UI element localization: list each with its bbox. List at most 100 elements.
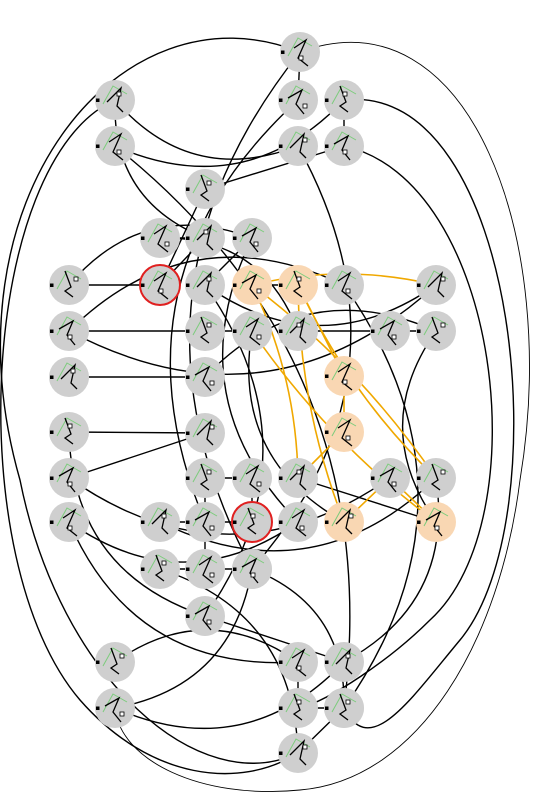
graph-node[interactable] [324,356,364,396]
graph-node[interactable] [324,642,364,682]
node-marker [119,711,125,717]
node-glyph [106,85,124,113]
graph-node[interactable] [232,549,272,589]
graph-node[interactable] [49,502,89,542]
node-port [279,751,283,755]
node-glyph [291,508,307,537]
graph-node[interactable] [278,502,318,542]
graph-node[interactable] [232,458,272,498]
node-port [141,520,145,524]
node-marker [296,276,302,282]
node-glyph [337,362,353,391]
graph-node[interactable] [324,80,364,120]
graph-node[interactable] [324,126,364,166]
edge [159,568,299,754]
graph-node[interactable] [140,218,180,258]
node-port [233,476,237,480]
graph-node[interactable] [185,311,225,351]
graph-node[interactable] [416,502,456,542]
node-circle [416,265,456,305]
graph-node[interactable] [49,458,89,498]
node-circle [140,549,180,589]
graph-node[interactable] [95,126,135,166]
node-marker [345,699,351,705]
node-marker [253,241,259,247]
node-glyph [104,696,122,723]
graph-node[interactable] [416,265,456,305]
node-marker [298,55,304,61]
node-port [279,660,283,664]
node-port [186,329,190,333]
graph-node[interactable] [95,80,135,120]
node-glyph [109,647,120,675]
graph-node[interactable] [185,596,225,636]
node-port [186,236,190,240]
graph-node[interactable] [370,311,410,351]
node-port [141,567,145,571]
graph-node[interactable] [49,311,89,351]
graph-node[interactable] [185,218,225,258]
edge-layer [0,37,530,792]
node-glyph [379,319,397,346]
node-marker [440,469,446,475]
edge [251,568,345,709]
graph-node[interactable] [185,413,225,453]
graph-node[interactable] [139,264,181,306]
edge [248,330,345,523]
graph-node[interactable] [232,265,272,305]
graph-node[interactable] [324,502,364,542]
graph-node[interactable] [185,549,225,589]
graph-node[interactable] [278,126,318,166]
graph-node[interactable] [95,688,135,728]
node-glyph [196,270,214,298]
node-port [50,476,54,480]
graph-node[interactable] [185,169,225,209]
graph-node[interactable] [49,412,89,452]
graph-node[interactable] [185,502,225,542]
node-marker [342,91,348,97]
graph-node[interactable] [49,357,89,397]
node-port [417,329,421,333]
graph-node[interactable] [278,642,318,682]
node-marker [345,653,351,659]
node-port [186,614,190,618]
graph-node[interactable] [140,502,180,542]
graph-node[interactable] [324,412,364,452]
graph-node[interactable] [324,265,364,305]
graph-node[interactable] [95,642,135,682]
graph-node[interactable] [232,311,272,351]
graph-node[interactable] [278,733,318,773]
node-marker [161,560,167,566]
edge [343,477,440,663]
graph-node[interactable] [278,265,318,305]
node-glyph-light [192,316,218,336]
edge [299,145,493,709]
graph-node[interactable] [232,218,272,258]
node-glyph-light [331,647,357,667]
edge [0,99,299,775]
graph-node[interactable] [280,32,320,72]
graph-node[interactable] [185,265,225,305]
node-marker [256,334,262,340]
graph-node[interactable] [324,688,364,728]
graph-node[interactable] [278,80,318,120]
node-port [233,567,237,571]
graph-node[interactable] [231,501,273,543]
node-glyph-light [285,738,311,758]
edge [68,521,299,563]
graph-node[interactable] [416,458,456,498]
graph-node[interactable] [278,458,318,498]
graph-node[interactable] [416,311,456,351]
node-port [96,660,100,664]
graph-node[interactable] [185,357,225,397]
node-glyph [199,316,210,344]
graph-node[interactable] [278,688,318,728]
graph-node[interactable] [278,311,318,351]
node-glyph [289,131,307,159]
graph-node[interactable] [185,458,225,498]
node-glyph-light [331,85,357,105]
graph-node[interactable] [370,458,410,498]
node-glyph [108,132,124,161]
graph-node[interactable] [49,265,89,305]
graph-node[interactable] [140,549,180,589]
